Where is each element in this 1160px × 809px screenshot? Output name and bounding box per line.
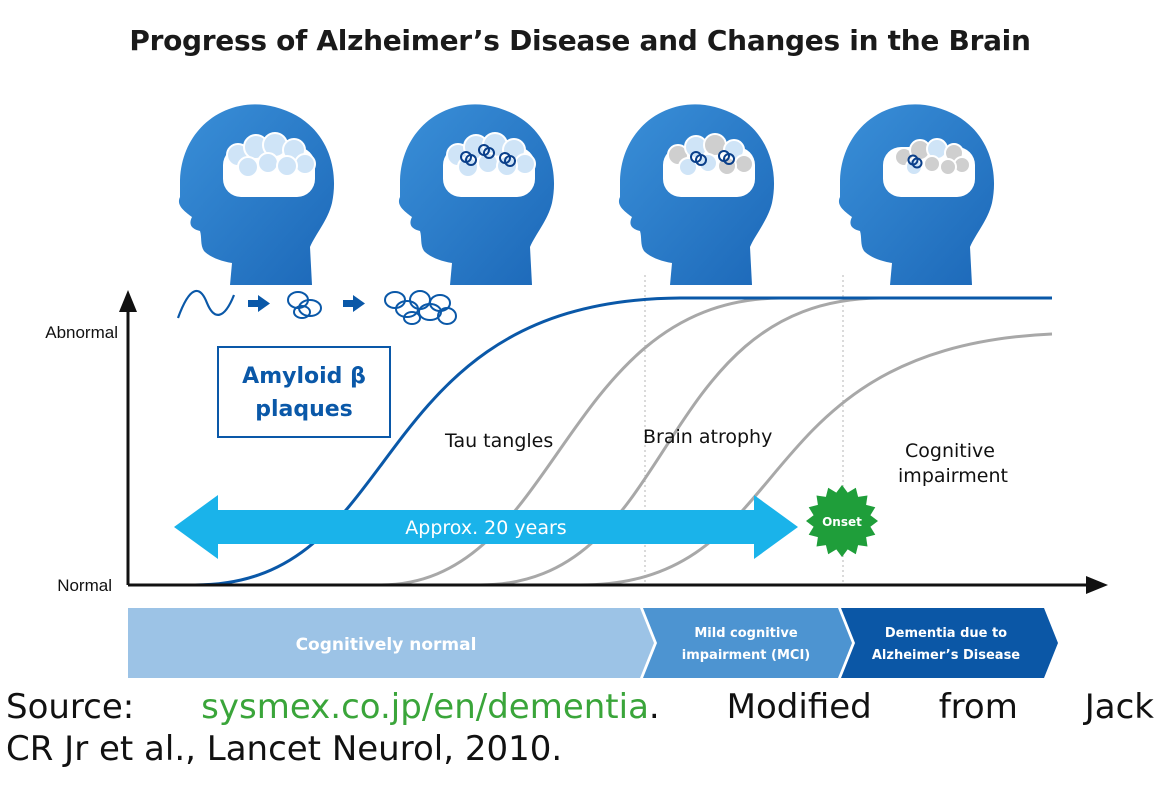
caption-period: . xyxy=(648,687,660,727)
stage-normal-label: Cognitively normal xyxy=(296,635,477,655)
stage-dementia-label-line2: Alzheimer’s Disease xyxy=(872,648,1020,663)
amyloid-curve xyxy=(194,296,1052,587)
figure-title: Progress of Alzheimer’s Disease and Chan… xyxy=(129,24,1031,57)
arrow-right-icon xyxy=(248,295,270,312)
aggregate-small-icon xyxy=(287,291,322,319)
stage-dementia-label-line1: Dementia due to xyxy=(885,626,1007,641)
amyloid-progression-icons xyxy=(176,289,457,325)
cognitive-label-line2: impairment xyxy=(898,465,1008,487)
approx-20-years-label: Approx. 20 years xyxy=(405,517,566,539)
amyloid-label-line1: Amyloid β xyxy=(242,364,366,389)
head-stage-1 xyxy=(178,104,335,285)
stage-cognitively-normal xyxy=(128,608,654,678)
stage-dementia xyxy=(841,608,1058,678)
caption-word: Modified xyxy=(726,687,872,727)
tau-tangles-label: Tau tangles xyxy=(444,430,553,452)
brain-atrophy-label: Brain atrophy xyxy=(643,426,772,448)
amyloid-beta-label-box: Amyloid β plaques xyxy=(217,346,391,438)
head-stage-4 xyxy=(838,104,995,285)
stage-mci-label-line1: Mild cognitive xyxy=(694,626,797,641)
axes xyxy=(119,290,1108,594)
source-link[interactable]: sysmex.co.jp/en/dementia xyxy=(201,687,649,727)
tau-tangles-curve xyxy=(379,296,1052,587)
caption-word: Jack xyxy=(1084,687,1154,727)
approx-20-years-arrow: Approx. 20 years xyxy=(174,495,798,559)
caption-word: Source: xyxy=(6,687,135,727)
stage-bar: Cognitively normal Mild cognitive impair… xyxy=(128,608,1058,678)
y-axis-abnormal-label: Abnormal xyxy=(45,323,118,342)
head-stage-3 xyxy=(618,104,775,285)
caption-word: from xyxy=(938,687,1018,727)
alzheimer-progress-diagram: Abnormal Normal Amyloid β plaques Tau ta… xyxy=(45,104,1108,678)
arrow-right-icon-2 xyxy=(343,295,365,312)
cognitive-impairment-curve xyxy=(579,332,1053,587)
y-axis-normal-label: Normal xyxy=(57,576,112,595)
protein-strand-icon xyxy=(176,289,236,319)
brain-atrophy-curve xyxy=(479,296,1052,587)
stage-mci-label-line2: impairment (MCI) xyxy=(682,648,811,663)
stage-mci xyxy=(643,608,852,678)
source-caption-line2: CR Jr et al., Lancet Neurol, 2010. xyxy=(6,729,563,769)
plaque-icon xyxy=(384,290,457,325)
cognitive-label-line1: Cognitive xyxy=(905,440,995,462)
amyloid-label-line2: plaques xyxy=(255,397,353,422)
onset-label: Onset xyxy=(822,515,862,529)
head-stage-2 xyxy=(398,104,555,285)
source-caption-line1: Source: sysmex.co.jp/en/dementia. Modifi… xyxy=(6,687,1154,727)
onset-burst-badge: Onset xyxy=(806,485,878,557)
